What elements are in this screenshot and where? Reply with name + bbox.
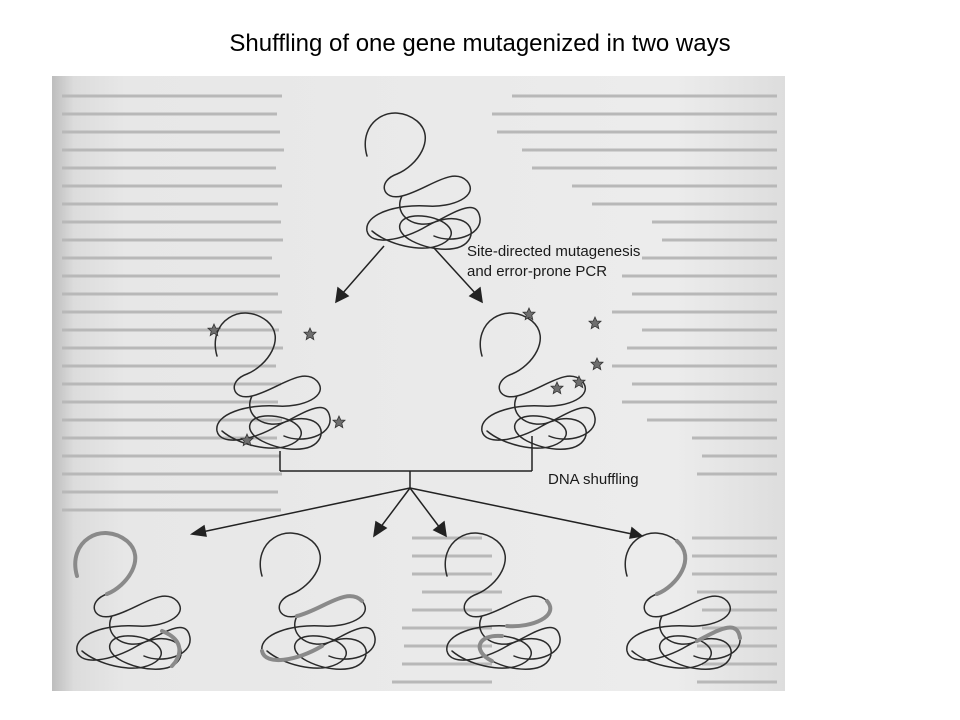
- shuffling-arrows: [189, 487, 644, 539]
- shuffled-gene-1: [73, 531, 191, 670]
- shuffling-bracket: [279, 436, 533, 488]
- mutagenesis-label-line2: and error-prone PCR: [467, 263, 607, 280]
- dna-shuffling-label: DNA shuffling: [548, 471, 639, 488]
- textbook-figure: Site-directed mutagenesis and error-pron…: [52, 76, 785, 691]
- slide-title: Shuffling of one gene mutagenized in two…: [229, 30, 731, 57]
- mutagenesis-label-line1: Site-directed mutagenesis: [467, 243, 640, 260]
- mutagenesis-arrows: [335, 245, 483, 304]
- figure-canvas: Site-directed mutagenesis and error-pron…: [52, 76, 785, 691]
- shuffled-gene-3: [444, 532, 561, 670]
- shuffled-gene-2: [259, 532, 376, 670]
- shuffled-gene-4: [624, 532, 742, 670]
